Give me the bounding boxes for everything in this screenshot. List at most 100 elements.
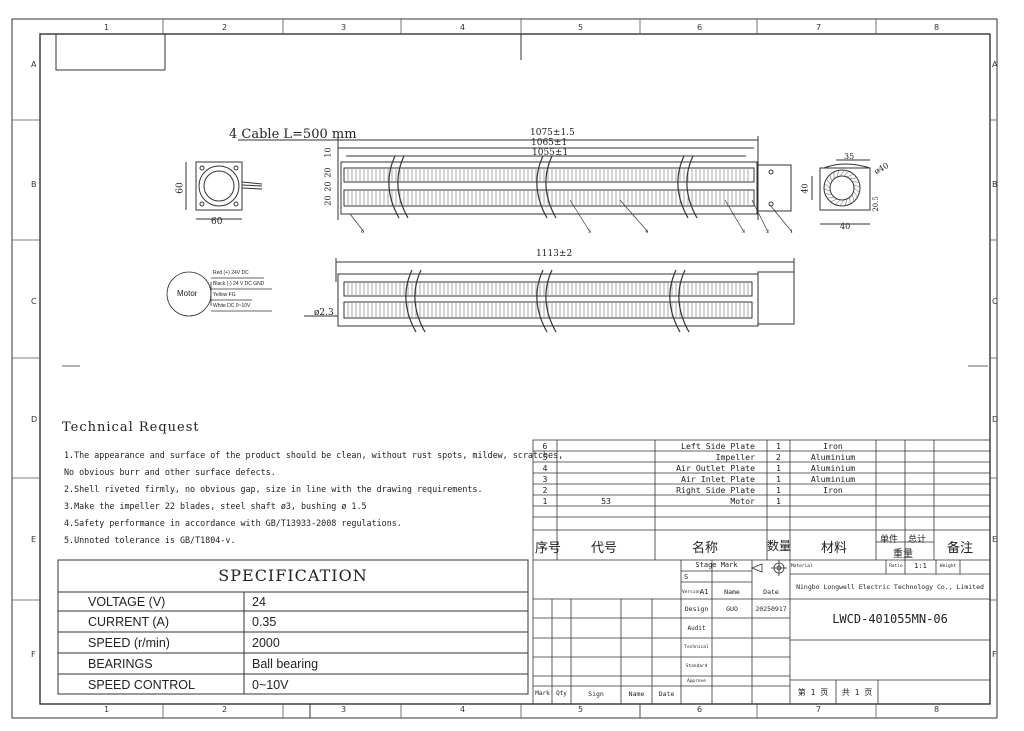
bom-cell-no: 2: [542, 485, 548, 495]
grid-row-label: B: [31, 180, 37, 189]
bom-header-qty: 数量: [767, 539, 792, 553]
technical-request-title: Technical Request: [62, 420, 200, 435]
cable-dimension: 4 Cable L=500 mm: [229, 127, 357, 142]
bom-header-total: 总计: [908, 535, 927, 545]
dim-40-height: 40: [800, 183, 810, 194]
callout-1: 1: [790, 229, 794, 235]
grid-col-label: 1: [104, 705, 110, 714]
tb-page: 第 1 页: [797, 688, 829, 697]
callout-2: 2: [766, 229, 770, 235]
tb-ratio-value: 1:1: [914, 562, 927, 570]
tb-company: Ningbo Longwell Electric Technology Co.,…: [796, 583, 984, 591]
dim-phi2-3: ø2.3: [314, 308, 334, 318]
grid-col-label: 7: [816, 705, 822, 714]
tech-line-5: 4.Safety performance in accordance with …: [64, 518, 402, 528]
bom-header-code: 代号: [591, 541, 618, 556]
bom-cell-mat: Iron: [823, 485, 843, 495]
grid-col-label: 1: [104, 23, 110, 32]
grid-col-label: 6: [697, 705, 703, 714]
grid-col-label: 2: [222, 23, 228, 32]
dim-35: 35: [844, 152, 855, 161]
grid-col-label: 4: [460, 705, 466, 714]
bom-cell-no: 5: [542, 452, 548, 462]
tb-date: Date: [658, 690, 675, 698]
wire-yellow: Yellow FG: [213, 292, 236, 298]
motor-label: Motor: [177, 289, 198, 298]
callout-5: 5: [588, 229, 592, 235]
tb-audit: Audit: [687, 625, 706, 632]
tb-qty: Qty: [556, 690, 567, 697]
tb-standard: Standard: [685, 664, 708, 669]
tb-name-header: Name: [724, 588, 740, 596]
bom-header-unit: 单件: [880, 535, 899, 545]
grid-row-label: F: [992, 650, 997, 659]
wire-black: Black (-) 24 V DC GND: [213, 281, 265, 287]
bom-cell-code: 53: [601, 496, 611, 506]
tech-line-4: 3.Make the impeller 22 blades, steel sha…: [64, 501, 367, 511]
tb-stage-mark: Stage Mark: [695, 561, 738, 569]
bom-cell-name: Air Outlet Plate: [676, 463, 755, 473]
grid-col-label: 8: [934, 705, 940, 714]
callout-3: 3: [742, 229, 746, 235]
bom-cell-mat: Aluminium: [810, 474, 856, 484]
dim-60-height: 60: [175, 182, 186, 194]
tb-name: Name: [628, 690, 645, 698]
grid-row-label: A: [31, 60, 37, 69]
grid-col-label: 3: [341, 23, 347, 32]
grid-row-label: E: [992, 535, 998, 544]
grid-col-label: 3: [341, 705, 347, 714]
grid-row-label: B: [992, 180, 998, 189]
tech-line-2: No obvious burr and other surface defect…: [64, 467, 276, 477]
callout-6: 6: [361, 229, 365, 235]
bom-cell-qty: 1: [776, 441, 781, 451]
tb-ratio: Ratio: [889, 564, 903, 569]
dim-10: 10: [323, 147, 333, 158]
bom-cell-mat: Aluminium: [810, 463, 856, 473]
tb-design-date: 20250917: [755, 605, 787, 613]
tb-drawing-no: LWCD-401055MN-06: [832, 612, 948, 626]
dim-40-width: 40: [840, 222, 851, 231]
tb-version: Version: [682, 590, 701, 595]
bom-header-weight: 重量: [893, 549, 913, 560]
spec-title: SPECIFICATION: [218, 566, 368, 585]
tb-approve: Approve: [687, 679, 706, 684]
bom-cell-no: 1: [542, 496, 548, 506]
tb-date-header: Date: [763, 588, 779, 596]
spec-row-voltage: VOLTAGE (V)24: [88, 595, 266, 609]
tb-technical: Technical: [684, 645, 709, 650]
grid-row-label: F: [31, 650, 36, 659]
bom-cell-name: Impeller: [715, 452, 755, 462]
grid-col-label: 5: [578, 23, 584, 32]
tb-material: Material: [791, 564, 813, 569]
grid-row-label: C: [31, 297, 37, 306]
grid-row-label: A: [992, 60, 998, 69]
bom-cell-name: Left Side Plate: [681, 441, 755, 451]
grid-col-label: 5: [578, 705, 584, 714]
bom-header-no: 序号: [535, 541, 562, 556]
dim-60-width: 60: [211, 217, 223, 227]
grid-row-label: E: [31, 535, 37, 544]
wire-white: White DC 0~10V: [213, 303, 251, 309]
grid-col-label: 8: [934, 23, 940, 32]
bom-cell-mat: Aluminium: [810, 452, 856, 462]
dim-1065: 1065±1: [531, 138, 568, 148]
dim-20a: 20: [323, 167, 333, 178]
bom-header-name: 名称: [692, 541, 719, 556]
grid-col-label: 2: [222, 705, 228, 714]
dim-1113: 1113±2: [536, 249, 573, 259]
grid-col-label: 7: [816, 23, 822, 32]
dim-1075: 1075±1.5: [530, 128, 575, 138]
tech-line-1: 1.The appearance and surface of the prod…: [64, 450, 564, 460]
spec-row-speed: SPEED (r/min)2000: [88, 636, 280, 650]
grid-row-label: D: [992, 415, 999, 424]
spec-row-current: CURRENT (A)0.35: [88, 615, 277, 629]
grid-row-label: D: [31, 415, 38, 424]
bom-cell-name: Right Side Plate: [676, 485, 755, 495]
bom-cell-no: 4: [542, 463, 548, 473]
grid-col-label: 6: [697, 23, 703, 32]
tb-design: Design: [684, 605, 709, 613]
